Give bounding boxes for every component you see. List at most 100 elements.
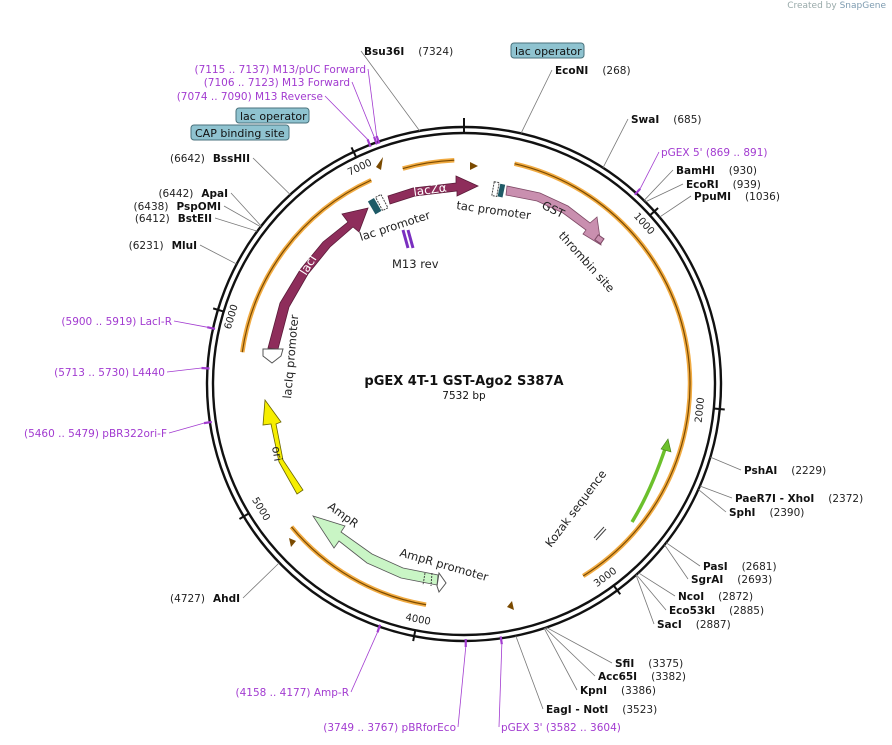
m13-rev-marker bbox=[401, 229, 415, 249]
site-name: PspOMI bbox=[176, 201, 221, 213]
primer-leader-line bbox=[639, 151, 660, 189]
site-label: EcoRI(939) bbox=[686, 179, 761, 191]
site-position: (6231) bbox=[129, 240, 164, 252]
site-name: Eco53kI bbox=[669, 605, 715, 617]
site-leader-line bbox=[635, 574, 655, 625]
site-label: SfiI(3375) bbox=[615, 658, 683, 670]
site-name: ApaI bbox=[201, 188, 228, 200]
GST-feature-arrow bbox=[505, 185, 602, 246]
site-label: SwaI(685) bbox=[631, 114, 702, 126]
site-leader-line bbox=[544, 627, 596, 677]
kozak-feature-arrow bbox=[630, 445, 668, 523]
lacZa-feature-label: lacZα bbox=[412, 180, 447, 199]
site-label: Acc65I(3382) bbox=[598, 671, 686, 683]
site-leader-line bbox=[199, 244, 237, 265]
AmpR-feature-arrow bbox=[312, 515, 439, 586]
site-labels: Bsu36I (7324) EcoNI(268) SwaI(685) BamHI(930… bbox=[24, 46, 863, 734]
tick-label-2000: 2000 bbox=[694, 397, 707, 423]
site-leader-line bbox=[602, 118, 629, 169]
site-label: PasI(2681) bbox=[703, 561, 777, 573]
GST-feature-label: GST bbox=[540, 198, 568, 221]
site-position: (2885) bbox=[729, 605, 764, 617]
site-leader-line bbox=[230, 192, 262, 227]
site-label: (6442) ApaI bbox=[158, 188, 228, 200]
site-leader-line bbox=[214, 217, 258, 232]
site-leader-line bbox=[664, 544, 689, 580]
snapgene-brand: SnapGene bbox=[839, 1, 886, 11]
snapgene-watermark: Created by SnapGene bbox=[787, 1, 886, 11]
primer-mark bbox=[376, 624, 382, 633]
orf-arrow-head-2 bbox=[376, 157, 383, 170]
site-name: EcoNI bbox=[555, 65, 588, 77]
site-leader-line bbox=[645, 183, 684, 203]
primer-mark bbox=[203, 420, 213, 425]
site-position: (7324) bbox=[418, 46, 453, 58]
site-leader-line bbox=[699, 485, 733, 499]
lacZa-feature-arrow bbox=[387, 175, 479, 205]
ori-feature-label: ori bbox=[269, 445, 285, 462]
site-leader-line bbox=[223, 205, 261, 228]
site-position: (6438) bbox=[134, 201, 169, 213]
primer-label: (5460 .. 5479) pBR322ori-F bbox=[24, 428, 167, 440]
tick-6000 bbox=[212, 307, 224, 313]
cap-binding-site-box bbox=[190, 124, 290, 141]
ori-feature-arrow bbox=[262, 398, 304, 495]
site-position: (6442) bbox=[158, 188, 193, 200]
site-label: SphI(2390) bbox=[729, 507, 804, 519]
site-name: BamHI bbox=[676, 165, 715, 177]
site-label: BamHI(930) bbox=[676, 165, 757, 177]
primer-label: (7106 .. 7123) M13 Forward bbox=[204, 77, 350, 89]
site-name: NcoI bbox=[678, 591, 704, 603]
primer-mark bbox=[499, 636, 503, 645]
orf-arc-core-3 bbox=[290, 526, 427, 606]
primer-leader-line bbox=[351, 81, 375, 137]
site-name: PasI bbox=[703, 561, 728, 573]
boxed-labels: lac operator lac operator CAP binding si… bbox=[190, 42, 585, 141]
plasmid-name: pGEX 4T-1 GST-Ago2 S387A bbox=[364, 374, 563, 389]
tick-1000 bbox=[649, 207, 659, 217]
site-leader-line bbox=[659, 195, 692, 218]
tick-label-4000: 4000 bbox=[404, 612, 431, 628]
site-position: (2229) bbox=[791, 465, 826, 477]
lac-operator-label-left: lac operator bbox=[240, 110, 307, 123]
site-position: (939) bbox=[733, 179, 761, 191]
primer-label: pGEX 3' (3582 .. 3604) bbox=[501, 722, 621, 734]
site-leader-line bbox=[515, 635, 544, 710]
site-label: (4727)AhdI bbox=[170, 593, 240, 605]
site-leader-line bbox=[546, 627, 613, 664]
tac-promoter-marker bbox=[491, 181, 506, 198]
site-leader-line bbox=[636, 574, 667, 611]
primer-leader-line bbox=[324, 95, 368, 140]
m13-rev-label: M13 rev bbox=[392, 257, 439, 271]
primer-label: (7115 .. 7137) M13/pUC Forward bbox=[194, 64, 366, 76]
site-name: MluI bbox=[172, 240, 197, 252]
primer-label: (4158 .. 4177) Amp-R bbox=[236, 687, 350, 699]
site-name: KpnI bbox=[580, 685, 607, 697]
cap-binding-site-label: CAP binding site bbox=[195, 127, 285, 140]
site-position: (2390) bbox=[769, 507, 804, 519]
site-leader-line bbox=[242, 562, 280, 599]
site-position: (6642) bbox=[170, 153, 205, 165]
created-by-text: Created by bbox=[787, 1, 837, 11]
site-position: (2372) bbox=[828, 493, 863, 505]
primer-label: (5713 .. 5730) L4440 bbox=[54, 367, 165, 379]
orf-arcs bbox=[240, 157, 693, 610]
site-name: PshAI bbox=[744, 465, 777, 477]
lac-operator-box-top bbox=[510, 42, 585, 59]
plasmid-length: 7532 bp bbox=[442, 390, 486, 402]
site-name: AhdI bbox=[213, 593, 240, 605]
orf-arrow-head-3 bbox=[289, 538, 296, 547]
site-name: SgrAI bbox=[691, 574, 723, 586]
tac-promoter-label: tac promoter bbox=[456, 198, 532, 222]
site-leader-line bbox=[698, 489, 727, 513]
primer-mark bbox=[373, 136, 378, 145]
site-leader-line bbox=[520, 69, 553, 134]
site-name: Acc65I bbox=[598, 671, 637, 683]
site-name: Bsu36I bbox=[364, 46, 404, 58]
site-label: KpnI(3386) bbox=[580, 685, 656, 697]
site-label: EcoNI(268) bbox=[555, 65, 631, 77]
site-label: Bsu36I (7324) bbox=[364, 46, 453, 58]
site-name: BssHII bbox=[213, 153, 250, 165]
tick-5000 bbox=[238, 512, 250, 520]
site-position: (685) bbox=[673, 114, 701, 126]
